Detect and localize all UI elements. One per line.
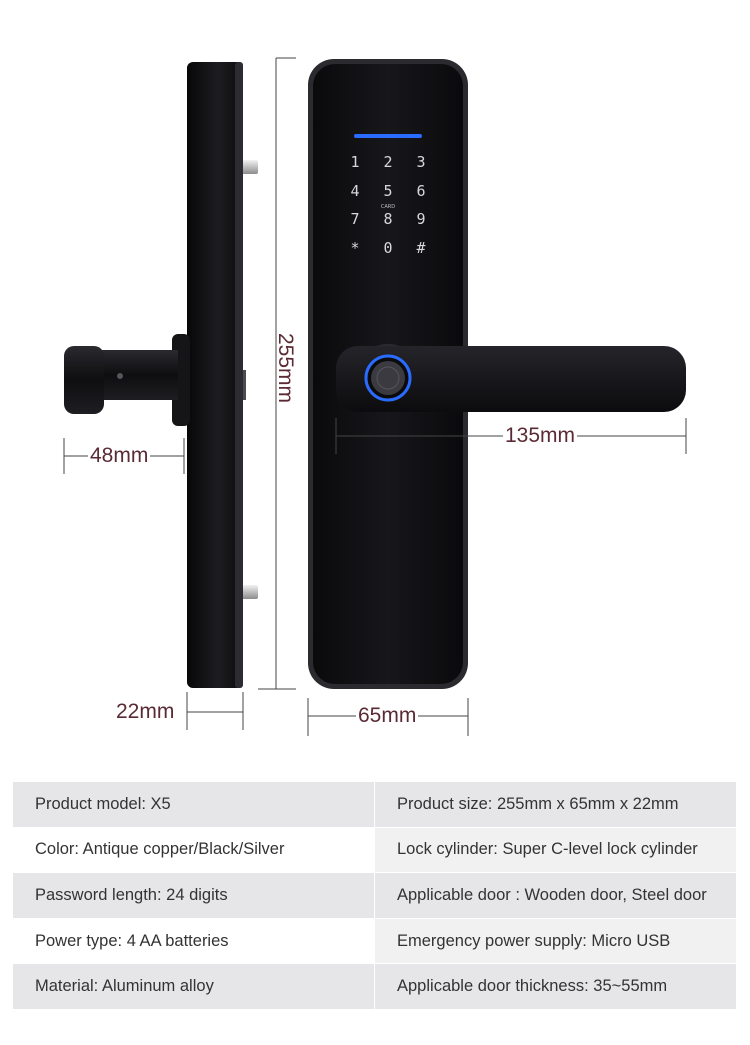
spec-cell: Product model: X5 bbox=[12, 781, 375, 828]
fingerprint-ridge bbox=[376, 366, 400, 390]
indicator-light bbox=[354, 134, 422, 138]
keypad-key[interactable]: * bbox=[350, 239, 359, 257]
lock-front-view: 1 2 3 4 5 6 7 8 9 * 0 # CARD bbox=[308, 59, 686, 689]
keypad-key[interactable]: 7 bbox=[350, 210, 359, 228]
handle-length-dimension-label: 135mm bbox=[503, 424, 578, 448]
keypad-key[interactable]: 6 bbox=[416, 182, 425, 200]
keypad-key[interactable]: # bbox=[416, 239, 425, 257]
knob-screw bbox=[117, 373, 123, 379]
side-edge bbox=[235, 62, 243, 688]
side-thickness-dimension-label: 22mm bbox=[114, 700, 177, 724]
spec-cell: Emergency power supply: Micro USB bbox=[374, 917, 737, 965]
spec-cell: Lock cylinder: Super C-level lock cylind… bbox=[374, 826, 737, 874]
side-pin-bottom bbox=[240, 585, 258, 599]
keypad-key[interactable]: 9 bbox=[416, 210, 425, 228]
knob-grip bbox=[64, 346, 104, 414]
lock-side-view bbox=[64, 62, 258, 688]
spec-cell: Product size: 255mm x 65mm x 22mm bbox=[374, 781, 737, 828]
spec-cell: Color: Antique copper/Black/Silver bbox=[12, 826, 375, 874]
height-dimension-label: 255mm bbox=[274, 332, 298, 404]
side-pin-top bbox=[240, 160, 258, 174]
knob-depth-dimension-label: 48mm bbox=[88, 444, 151, 468]
lever-handle bbox=[336, 346, 686, 412]
keypad-key[interactable]: 5 bbox=[383, 182, 392, 200]
fingerprint-icon bbox=[371, 361, 405, 395]
keypad-key[interactable]: 2 bbox=[383, 153, 392, 171]
keypad-key[interactable]: 8 bbox=[383, 210, 392, 228]
side-body bbox=[187, 62, 243, 688]
front-width-dimension-label: 65mm bbox=[356, 704, 419, 728]
keypad: 1 2 3 4 5 6 7 8 9 * 0 # CARD bbox=[350, 153, 425, 257]
keypad-key[interactable]: 0 bbox=[383, 239, 392, 257]
spec-cell: Material: Aluminum alloy bbox=[12, 963, 375, 1010]
card-reader-label: CARD bbox=[381, 204, 395, 210]
knob-shaft bbox=[98, 350, 178, 400]
spec-cell: Applicable door : Wooden door, Steel doo… bbox=[374, 872, 737, 919]
keypad-key[interactable]: 1 bbox=[350, 153, 359, 171]
keypad-key[interactable]: 4 bbox=[350, 182, 359, 200]
spec-cell: Power type: 4 AA batteries bbox=[12, 917, 375, 965]
lock-product-figure: 1 2 3 4 5 6 7 8 9 * 0 # CARD bbox=[63, 57, 687, 736]
spec-cell: Applicable door thickness: 35~55mm bbox=[374, 963, 737, 1010]
keypad-key[interactable]: 3 bbox=[416, 153, 425, 171]
spec-cell: Password length: 24 digits bbox=[12, 872, 375, 919]
